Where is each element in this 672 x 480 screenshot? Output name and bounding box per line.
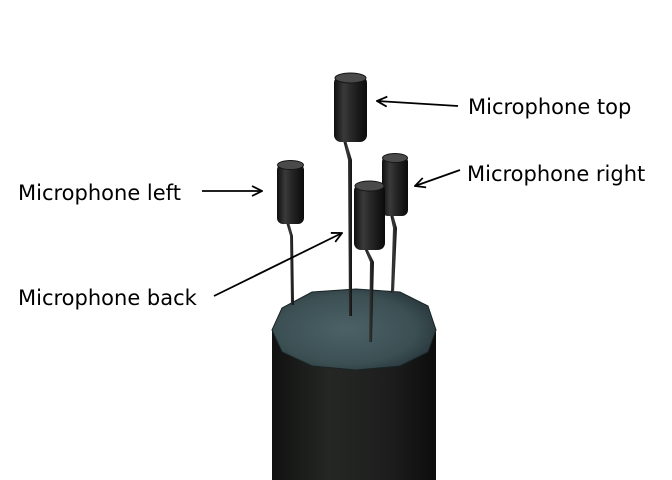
arrow-to-microphone-back bbox=[213, 233, 342, 297]
microphone-right-stem bbox=[390, 214, 397, 293]
microphone-back-assembly bbox=[354, 180, 385, 342]
cylinder-base bbox=[271, 288, 437, 480]
arrow-to-microphone-top bbox=[377, 101, 459, 106]
cylinder-body bbox=[272, 330, 436, 480]
microphone-left-capsule bbox=[277, 164, 304, 224]
label-microphone-top: Microphone top bbox=[468, 95, 632, 119]
microphone-left-assembly bbox=[277, 160, 304, 305]
label-microphone-left: Microphone left bbox=[18, 181, 181, 205]
microphone-top-opening bbox=[334, 72, 367, 84]
label-microphone-right: Microphone right bbox=[467, 162, 646, 186]
microphone-back-capsule bbox=[354, 184, 385, 250]
microphone-right-capsule bbox=[382, 156, 408, 216]
arrow-to-microphone-right bbox=[415, 169, 461, 186]
microphone-top-stem bbox=[343, 140, 352, 316]
microphone-back-opening bbox=[354, 180, 385, 192]
microphone-top-capsule bbox=[334, 76, 367, 142]
microphone-right-assembly bbox=[382, 153, 408, 293]
microphone-right-opening bbox=[382, 153, 408, 163]
label-microphone-back: Microphone back bbox=[18, 286, 197, 310]
microphone-left-stem bbox=[286, 222, 294, 305]
microphone-back-stem bbox=[364, 248, 374, 342]
cylinder-top-face bbox=[271, 288, 437, 371]
microphone-top-assembly bbox=[334, 72, 367, 316]
microphone-left-opening bbox=[277, 160, 304, 170]
